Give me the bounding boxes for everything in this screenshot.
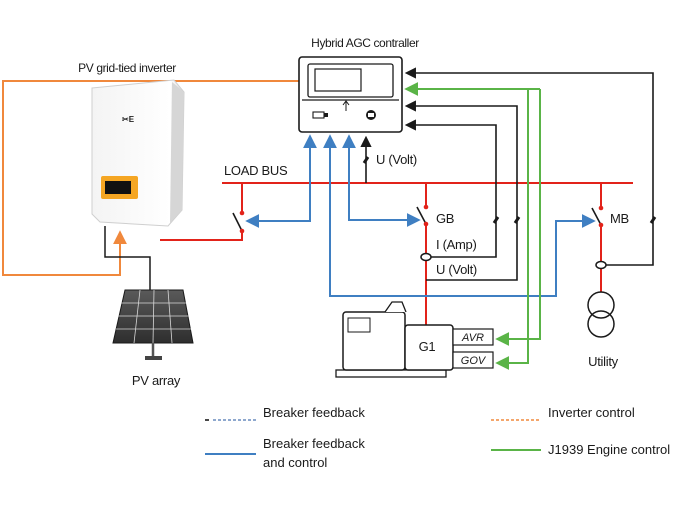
inverter-brand-badge: ✂E bbox=[122, 115, 135, 124]
gb-breaker bbox=[416, 206, 427, 225]
utility-label: Utility bbox=[588, 354, 618, 369]
inverter-breaker-contact-bottom bbox=[239, 228, 245, 234]
legend-breaker-feedback-control-line1: Breaker feedback bbox=[263, 436, 365, 451]
gb-voltage-label: U (Volt) bbox=[436, 262, 477, 277]
pv-inverter: ✂E bbox=[91, 79, 185, 227]
bus-voltage-label: U (Volt) bbox=[376, 152, 417, 167]
gb-contact-top bbox=[423, 204, 429, 210]
pv-array bbox=[112, 289, 194, 360]
measurement-lines bbox=[360, 67, 654, 281]
legend-breaker-feedback: Breaker feedback bbox=[205, 405, 365, 421]
inverter-control-line bbox=[2, 80, 300, 276]
legend: Breaker feedback Breaker feedback and co… bbox=[205, 405, 670, 470]
gb-current-transformer bbox=[420, 252, 432, 262]
gb-current-label: I (Amp) bbox=[436, 237, 477, 252]
gov-label: GOV bbox=[461, 355, 487, 367]
utility-transformer bbox=[587, 291, 615, 338]
legend-j1939-label: J1939 Engine control bbox=[548, 442, 670, 457]
avr-label: AVR bbox=[461, 332, 484, 344]
gb-contact-bottom bbox=[423, 221, 429, 227]
generator-label: G1 bbox=[419, 339, 436, 354]
agc-controller bbox=[298, 56, 403, 133]
pv-array-label: PV array bbox=[132, 373, 181, 388]
gb-label: GB bbox=[436, 211, 454, 226]
legend-breaker-feedback-control: Breaker feedback and control bbox=[205, 436, 365, 470]
breaker-control-lines bbox=[245, 134, 596, 297]
load-bus-label: LOAD BUS bbox=[224, 163, 288, 178]
line-break-marks bbox=[362, 156, 657, 224]
mb-contact-top bbox=[598, 205, 604, 211]
mb-label: MB bbox=[610, 211, 629, 226]
legend-inverter-control-label: Inverter control bbox=[548, 405, 635, 420]
inverter-breaker bbox=[232, 212, 243, 232]
inverter-breaker-contact-top bbox=[239, 210, 245, 216]
engine-control-lines bbox=[404, 82, 541, 370]
inverter-dc-cable bbox=[104, 226, 151, 290]
inverter-title: PV grid-tied inverter bbox=[78, 61, 176, 75]
legend-inverter-control: Inverter control bbox=[491, 405, 635, 421]
legend-breaker-feedback-label: Breaker feedback bbox=[263, 405, 365, 420]
mb-breaker bbox=[591, 207, 602, 226]
mb-contact-bottom bbox=[598, 222, 604, 228]
legend-j1939: J1939 Engine control bbox=[491, 442, 670, 457]
generator-set bbox=[335, 301, 494, 378]
controller-title: Hybrid AGC contraller bbox=[311, 36, 419, 50]
legend-breaker-feedback-control-line2: and control bbox=[263, 455, 327, 470]
mb-current-transformer bbox=[595, 260, 607, 270]
